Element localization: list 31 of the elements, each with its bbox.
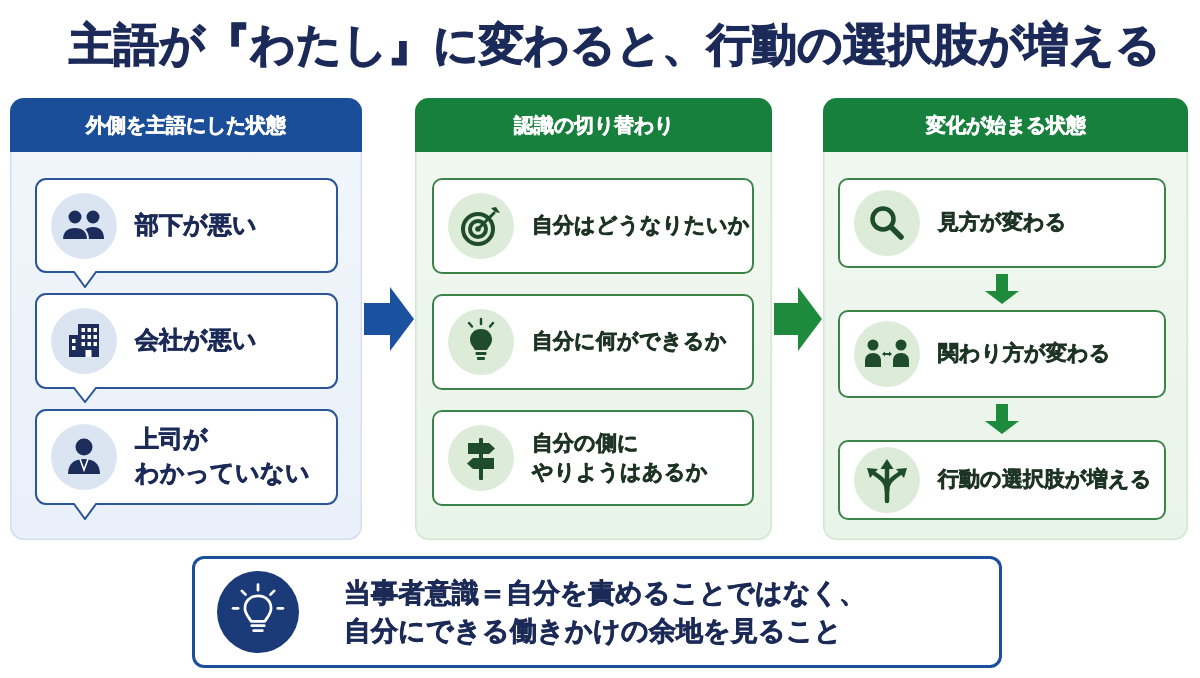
item-text: 見方が変わる [938,209,1067,237]
step-box [838,440,1166,520]
block-arrow [985,274,1019,304]
item-text: 会社が悪い [135,325,257,357]
step-box [432,178,754,274]
panel [415,98,772,540]
speech-bubble [35,409,338,520]
block-arrow [774,287,822,351]
note-box [192,556,1002,668]
note-text: 当事者意識＝自分を責めることではなく、自分にできる働きかけの余地を見ること [344,576,867,648]
panel [10,98,362,540]
step-box [838,310,1166,398]
item-text: 関わり方が変わる [938,340,1111,368]
step-box [432,294,754,390]
speech-bubble [35,178,338,288]
block-arrow [364,287,414,351]
item-text: 自分はどうなりたいか [532,212,750,240]
header-bar: 外側を主語にした状態 [10,98,362,152]
speech-bubble [35,293,338,403]
item-text: 自分に何ができるか [532,328,727,356]
header-bar: 認識の切り替わり [415,98,772,152]
block-arrow [985,404,1019,434]
step-box [432,410,754,506]
item-text: 行動の選択肢が増える [938,466,1152,494]
item-text: 部下が悪い [135,209,257,241]
step-box [838,178,1166,268]
header-bar: 変化が始まる状態 [823,98,1188,152]
item-text: 上司がわかっていない [135,424,311,489]
item-text: 自分の側にやりようはあるか [532,429,709,486]
title: 主語が『わたし』に変わると、行動の選択肢が増える [68,17,1162,73]
panel [823,98,1188,540]
